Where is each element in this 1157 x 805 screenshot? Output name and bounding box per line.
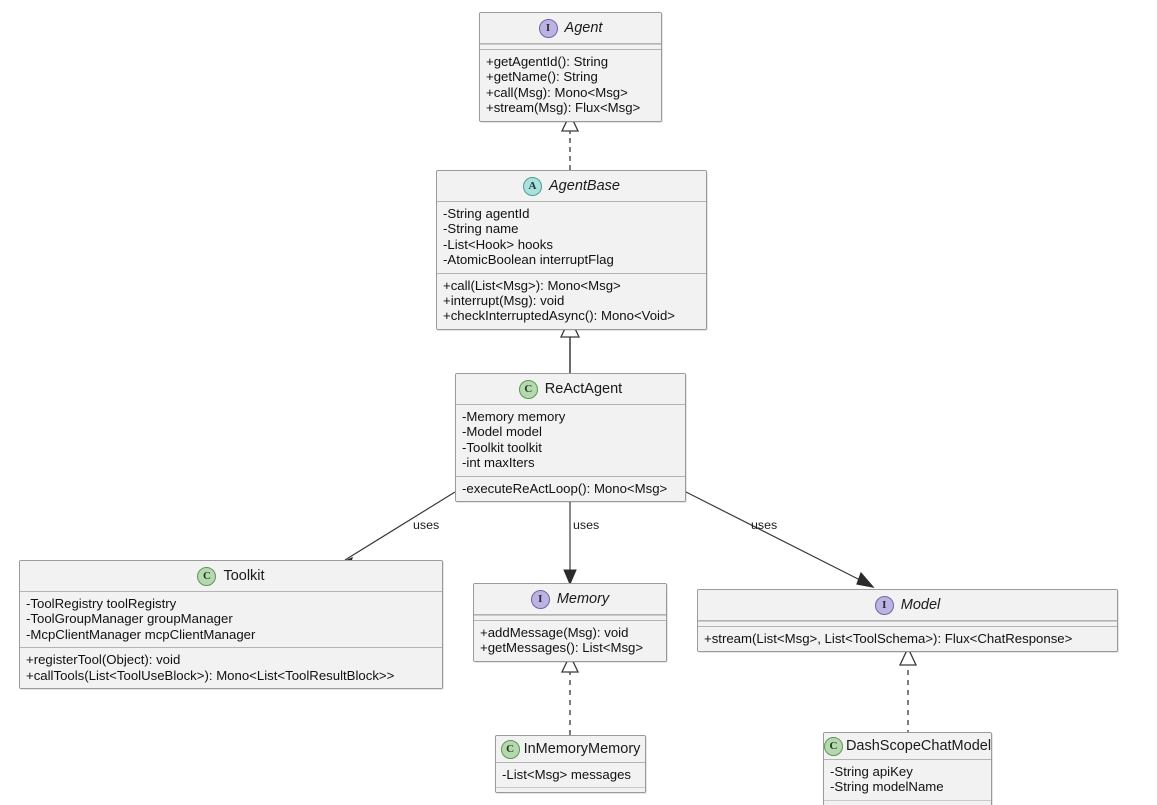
member-row: -AtomicBoolean interruptFlag <box>443 252 614 268</box>
class-name-reactagent: ReActAgent <box>544 381 623 397</box>
class-box-toolkit[interactable]: C Toolkit -ToolRegistry toolRegistry -To… <box>19 560 443 690</box>
fields-compartment-agent <box>480 44 661 49</box>
class-header-toolkit: C Toolkit <box>20 561 442 592</box>
fields-compartment-inmemorymemory: -List<Msg> messages <box>496 763 645 788</box>
methods-compartment-memory: +addMessage(Msg): void +getMessages(): L… <box>474 620 666 661</box>
interface-icon: I <box>874 595 894 615</box>
member-row: +getMessages(): List<Msg> <box>480 640 644 656</box>
interface-icon: I <box>530 589 550 609</box>
edge-label-uses-model: uses <box>751 518 778 532</box>
class-header-model: I Model <box>698 590 1117 621</box>
edge-label-uses-toolkit: uses <box>413 518 440 532</box>
member-row: +getAgentId(): String <box>486 54 609 69</box>
abstract-class-icon: A <box>523 176 543 196</box>
member-row: -ToolGroupManager groupManager <box>26 611 233 627</box>
fields-compartment-toolkit: -ToolRegistry toolRegistry -ToolGroupMan… <box>20 592 442 648</box>
member-row: +call(Msg): Mono<Msg> <box>486 84 628 100</box>
member-row: -String name <box>443 221 519 237</box>
class-icon: C <box>197 566 217 586</box>
class-header-memory: I Memory <box>474 584 666 615</box>
member-row: -Model model <box>462 424 542 440</box>
member-row: -List<Hook> hooks <box>443 236 553 252</box>
member-row: -executeReActLoop(): Mono<Msg> <box>462 480 668 496</box>
member-row: +checkInterruptedAsync(): Mono<Void> <box>443 308 676 324</box>
member-row: -int maxIters <box>462 455 535 471</box>
class-box-dashscopechatmodel[interactable]: C DashScopeChatModel -String apiKey -Str… <box>823 732 992 805</box>
fields-compartment-dashscopechatmodel: -String apiKey -String modelName <box>824 760 991 800</box>
class-box-inmemorymemory[interactable]: C InMemoryMemory -List<Msg> messages <box>495 735 646 794</box>
class-name-inmemorymemory: InMemoryMemory <box>523 741 641 757</box>
member-row: +callTools(List<ToolUseBlock>): Mono<Lis… <box>26 667 395 683</box>
member-row: -String modelName <box>830 779 944 795</box>
class-icon: C <box>500 739 520 759</box>
member-row: -Memory memory <box>462 409 566 424</box>
member-row: -String apiKey <box>830 764 913 779</box>
methods-compartment-toolkit: +registerTool(Object): void +callTools(L… <box>20 647 442 689</box>
member-row: +registerTool(Object): void <box>26 652 181 668</box>
class-header-agent: I Agent <box>480 13 661 44</box>
class-box-reactagent[interactable]: C ReActAgent -Memory memory -Model model… <box>455 373 686 503</box>
fields-compartment-model <box>698 621 1117 626</box>
member-row: +stream(List<Msg>, List<ToolSchema>): Fl… <box>704 631 1073 646</box>
member-row: +getName(): String <box>486 69 598 85</box>
fields-compartment-memory <box>474 615 666 620</box>
class-name-agentbase: AgentBase <box>549 178 620 194</box>
fields-compartment-reactagent: -Memory memory -Model model -Toolkit too… <box>456 405 685 476</box>
member-row: +stream(Msg): Flux<Msg> <box>486 100 641 116</box>
interface-icon: I <box>538 18 558 38</box>
member-row: +addMessage(Msg): void <box>480 625 629 640</box>
edge-inmemorymemory-implements-memory <box>560 653 580 735</box>
class-header-reactagent: C ReActAgent <box>456 374 685 405</box>
class-name-dashscopechatmodel: DashScopeChatModel <box>845 738 992 754</box>
edge-reactagent-uses-model <box>685 491 875 588</box>
class-name-model: Model <box>900 597 941 613</box>
class-icon: C <box>824 736 843 756</box>
methods-compartment-agent: +getAgentId(): String +getName(): String… <box>480 49 661 121</box>
methods-compartment-model: +stream(List<Msg>, List<ToolSchema>): Fl… <box>698 626 1117 652</box>
methods-compartment-dashscopechatmodel <box>824 799 991 805</box>
class-header-dashscopechatmodel: C DashScopeChatModel <box>824 733 991 760</box>
methods-compartment-agentbase: +call(List<Msg>): Mono<Msg> +interrupt(M… <box>437 272 706 329</box>
fields-compartment-agentbase: -String agentId -String name -List<Hook>… <box>437 202 706 273</box>
methods-compartment-inmemorymemory <box>496 787 645 793</box>
class-icon: C <box>518 379 538 399</box>
edge-label-uses-memory: uses <box>573 518 600 532</box>
member-row: -List<Msg> messages <box>502 767 631 782</box>
edge-dashscope-implements-model <box>898 646 918 735</box>
class-box-memory[interactable]: I Memory +addMessage(Msg): void +getMess… <box>473 583 667 662</box>
class-name-agent: Agent <box>564 20 603 36</box>
class-header-inmemorymemory: C InMemoryMemory <box>496 736 645 763</box>
member-row: -ToolRegistry toolRegistry <box>26 596 177 611</box>
member-row: +call(List<Msg>): Mono<Msg> <box>443 277 621 293</box>
class-name-memory: Memory <box>556 591 610 607</box>
member-row: +interrupt(Msg): void <box>443 293 565 309</box>
member-row: -Toolkit toolkit <box>462 439 542 455</box>
class-box-model[interactable]: I Model +stream(List<Msg>, List<ToolSche… <box>697 589 1118 653</box>
class-name-toolkit: Toolkit <box>223 568 265 584</box>
methods-compartment-reactagent: -executeReActLoop(): Mono<Msg> <box>456 475 685 502</box>
class-header-agentbase: A AgentBase <box>437 171 706 202</box>
member-row: -String agentId <box>443 206 530 221</box>
edge-agentbase-implements-agent <box>560 112 580 170</box>
member-row: -McpClientManager mcpClientManager <box>26 626 256 642</box>
class-box-agent[interactable]: I Agent +getAgentId(): String +getName()… <box>479 12 662 122</box>
edge-reactagent-uses-memory <box>563 492 577 586</box>
class-box-agentbase[interactable]: A AgentBase -String agentId -String name… <box>436 170 707 330</box>
